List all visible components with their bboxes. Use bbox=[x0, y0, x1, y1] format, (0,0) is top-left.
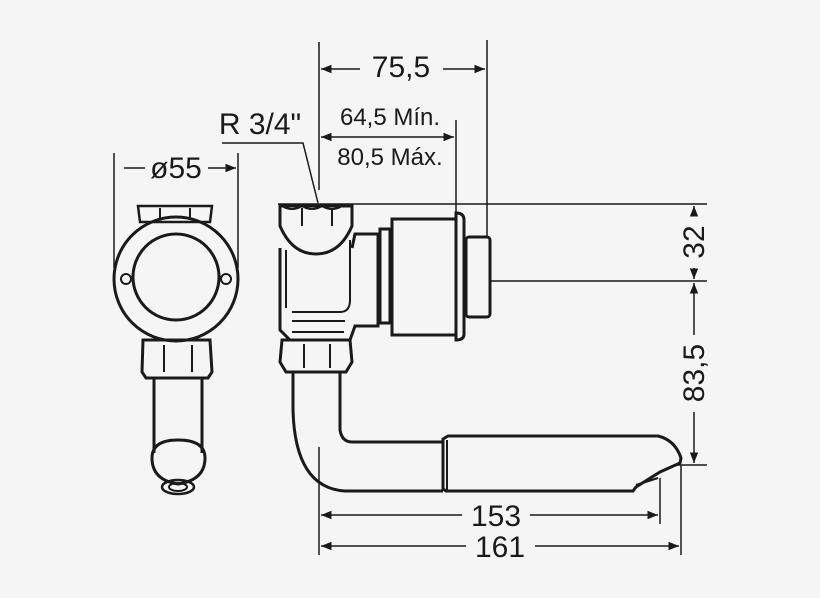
thread-leader bbox=[222, 142, 319, 204]
label-length-inner: 153 bbox=[471, 500, 521, 533]
front-view bbox=[112, 204, 240, 496]
dimension-depth-range bbox=[321, 120, 457, 212]
label-thread: R 3/4" bbox=[219, 108, 301, 141]
label-length-outer: 161 bbox=[475, 531, 525, 564]
dimension-length-outer bbox=[321, 465, 682, 555]
dimension-length-inner bbox=[318, 447, 661, 555]
side-view bbox=[278, 204, 683, 493]
label-diameter: ø55 bbox=[150, 152, 202, 185]
screw-hole-icon bbox=[220, 273, 232, 285]
label-height-bottom: 83,5 bbox=[678, 344, 711, 402]
label-depth-min: 64,5 Mín. bbox=[340, 104, 440, 131]
label-depth-max: 80,5 Máx. bbox=[337, 144, 442, 171]
label-height-top: 32 bbox=[678, 225, 711, 258]
screw-hole-icon bbox=[120, 273, 132, 285]
dimension-diameter bbox=[113, 153, 239, 268]
dimension-depth-total bbox=[318, 40, 488, 237]
label-depth-total: 75,5 bbox=[372, 51, 430, 84]
